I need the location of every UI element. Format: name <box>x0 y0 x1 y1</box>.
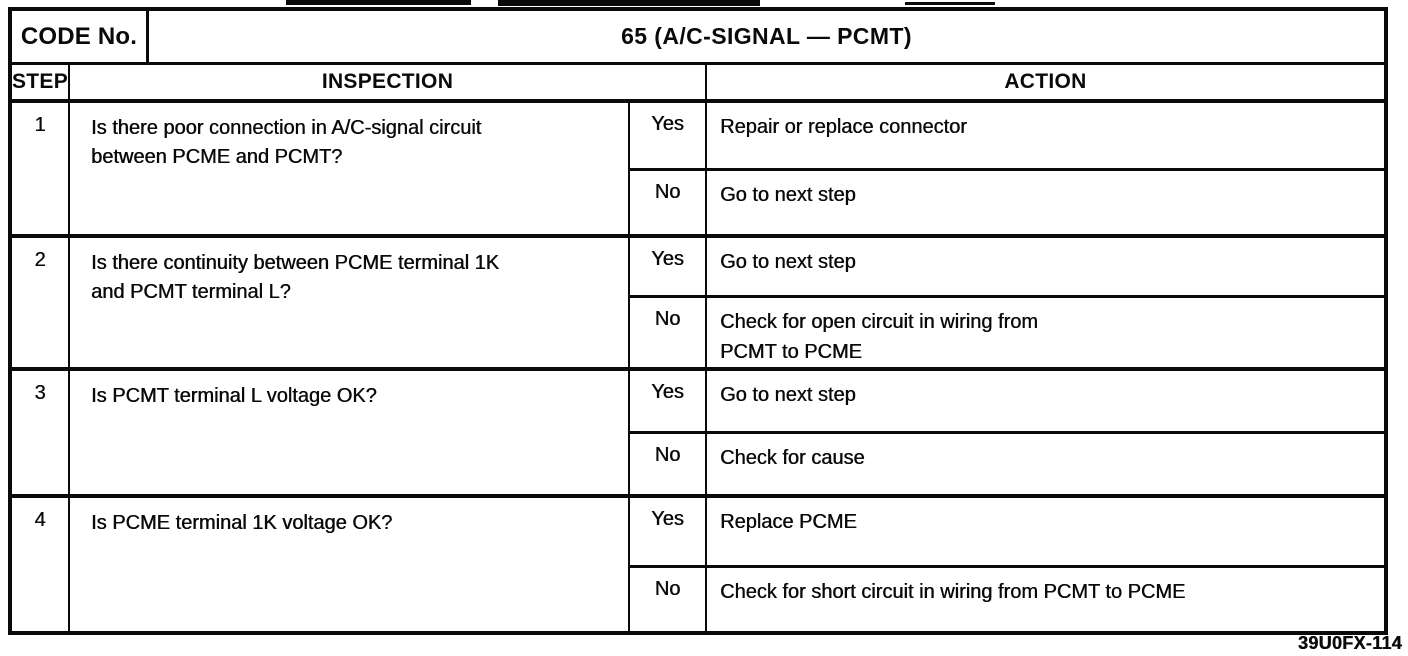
action-text: Replace PCME <box>707 498 1384 565</box>
code-title-row: CODE No. 65 (A/C-SIGNAL — PCMT) <box>12 11 1384 65</box>
branch-yes: Yes Repair or replace connector <box>630 103 1384 171</box>
diagnostic-code-title: 65 (A/C-SIGNAL — PCMT) <box>621 23 912 49</box>
action-line: Repair or replace connector <box>720 116 967 138</box>
action-text: Go to next step <box>707 238 1384 295</box>
code-no-label: CODE No. <box>12 11 149 62</box>
answer-no-label: No <box>630 298 707 367</box>
branch-yes: Yes Go to next step <box>630 238 1384 298</box>
scan-noise-mark <box>498 0 760 6</box>
inspection-line: Is PCMT terminal L voltage OK? <box>91 385 377 407</box>
action-text: Check for open circuit in wiring from PC… <box>707 298 1384 367</box>
answer-yes-label: Yes <box>630 498 707 565</box>
answer-yes-label: Yes <box>630 238 707 295</box>
action-line: PCMT to PCME <box>720 341 862 363</box>
step-number: 2 <box>12 238 70 367</box>
action-line: Go to next step <box>720 251 856 273</box>
step-number: 1 <box>12 103 70 234</box>
inspection-line: Is there continuity between PCME termina… <box>91 252 499 274</box>
branch-no: No Go to next step <box>630 171 1384 234</box>
action-line: Check for short circuit in wiring from P… <box>720 581 1186 603</box>
column-header-step: STEP <box>12 65 70 99</box>
answer-no-label: No <box>630 434 707 494</box>
column-header-inspection: INSPECTION <box>70 65 707 99</box>
action-line: Replace PCME <box>720 511 857 533</box>
branch-no: No Check for cause <box>630 434 1384 494</box>
inspection-line: between PCME and PCMT? <box>91 146 343 168</box>
answer-no-label: No <box>630 568 707 631</box>
scan-noise-mark <box>905 2 995 5</box>
branch-no: No Check for short circuit in wiring fro… <box>630 568 1384 631</box>
step-row-2: 2 Is there continuity between PCME termi… <box>12 238 1384 371</box>
figure-reference-code: 39U0FX-114 <box>1297 633 1402 653</box>
branches: Yes Go to next step No Check for open ci… <box>630 238 1384 367</box>
action-line: Go to next step <box>720 184 856 206</box>
inspection-line: and PCMT terminal L? <box>91 281 291 303</box>
step-number: 4 <box>12 498 70 631</box>
action-line: Check for cause <box>720 447 865 469</box>
action-text: Go to next step <box>707 171 1384 234</box>
answer-no-label: No <box>630 171 707 234</box>
column-header-action: ACTION <box>1004 70 1087 93</box>
branches: Yes Replace PCME No Check for short circ… <box>630 498 1384 631</box>
step-row-1: 1 Is there poor connection in A/C-signal… <box>12 103 1384 238</box>
branch-no: No Check for open circuit in wiring from… <box>630 298 1384 367</box>
action-text: Go to next step <box>707 371 1384 431</box>
branches: Yes Repair or replace connector No Go to… <box>630 103 1384 234</box>
inspection-text: Is PCMT terminal L voltage OK? <box>70 371 630 494</box>
inspection-text: Is there poor connection in A/C-signal c… <box>70 103 630 234</box>
step-row-4: 4 Is PCME terminal 1K voltage OK? Yes Re… <box>12 498 1384 631</box>
branches: Yes Go to next step No Check for cause <box>630 371 1384 494</box>
action-text: Repair or replace connector <box>707 103 1384 168</box>
action-line: Check for open circuit in wiring from <box>720 311 1038 333</box>
inspection-text: Is PCME terminal 1K voltage OK? <box>70 498 630 631</box>
answer-yes-label: Yes <box>630 103 707 168</box>
step-row-3: 3 Is PCMT terminal L voltage OK? Yes Go … <box>12 371 1384 498</box>
troubleshooting-table: CODE No. 65 (A/C-SIGNAL — PCMT) STEP INS… <box>8 7 1388 635</box>
branch-yes: Yes Go to next step <box>630 371 1384 434</box>
action-text: Check for short circuit in wiring from P… <box>707 568 1384 631</box>
inspection-line: Is there poor connection in A/C-signal c… <box>91 117 482 139</box>
inspection-line: Is PCME terminal 1K voltage OK? <box>91 512 393 534</box>
inspection-text: Is there continuity between PCME termina… <box>70 238 630 367</box>
table-header-row: STEP INSPECTION ACTION <box>12 65 1384 103</box>
step-number: 3 <box>12 371 70 494</box>
action-line: Go to next step <box>720 384 856 406</box>
branch-yes: Yes Replace PCME <box>630 498 1384 568</box>
scan-noise-mark <box>286 0 471 5</box>
answer-yes-label: Yes <box>630 371 707 431</box>
action-text: Check for cause <box>707 434 1384 494</box>
